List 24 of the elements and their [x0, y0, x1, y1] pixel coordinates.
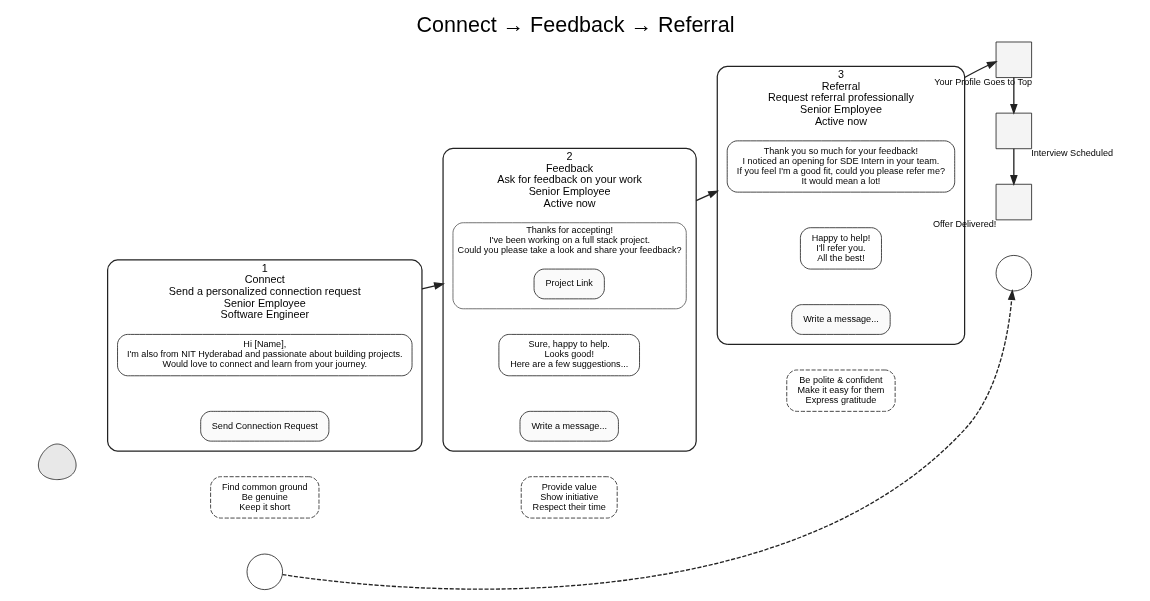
arrow [963, 61, 998, 79]
node-box: Write a message... [519, 410, 619, 442]
node-box: Write a message... [790, 304, 891, 335]
node-label: Interview Scheduled [1030, 147, 1113, 158]
node-box: Sure, happy to help. Looks good! Here are a few suggestions... [497, 334, 640, 377]
node-box [995, 112, 1032, 150]
node-box: Happy to help! I'll refer you. All the best! [799, 227, 882, 270]
node-box: Hi [Name], I'm also from NIT Hyderabad and passionate about building projects. Would love to connect and learn from your journey. [116, 334, 412, 377]
node-circle [995, 255, 1032, 292]
node-box: Project Link [533, 268, 605, 300]
node-box [995, 183, 1032, 221]
node-box: Send Connection Request [199, 410, 329, 442]
node-box: Be polite & confident Make it easy for them Express gratitude [785, 369, 896, 412]
arrow [281, 289, 1015, 590]
node-circle [246, 553, 283, 591]
node-box: Find common ground Be genuine Keep it short [209, 476, 319, 519]
node-person [37, 443, 76, 480]
arrow [1009, 76, 1018, 115]
node-box: Provide value Show initiative Respect their time [520, 476, 618, 519]
arrow [695, 190, 719, 202]
diagram-title: Connect → Feedback → Referral [416, 12, 734, 37]
arrow [1009, 148, 1018, 186]
node-box [995, 41, 1032, 78]
node-box: Thank you so much for your feedback! I noticed an opening for SDE Intern in your team. If you feel I'm a good fit, could you please refer me? It would mean a lot! [726, 140, 955, 193]
